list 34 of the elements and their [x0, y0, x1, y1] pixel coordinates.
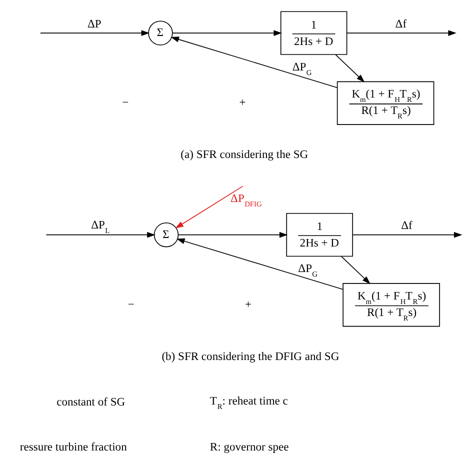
arrow	[45, 232, 155, 238]
arrow	[170, 36, 338, 88]
edge-label: ΔP$_{DFIG}$	[230, 193, 262, 209]
label: ressure turbine fraction	[19, 442, 126, 454]
node-circle: Σ	[153, 222, 178, 248]
label: constant of SG	[56, 396, 125, 408]
node-box: 1 2Hs + D	[286, 212, 352, 257]
label: −	[122, 97, 128, 110]
arrow	[40, 30, 150, 36]
arrow	[346, 30, 456, 36]
label: R: governor spee	[209, 442, 288, 454]
edge-label: Δf	[394, 18, 406, 30]
edge-label: Δf	[400, 220, 412, 232]
arrow	[340, 256, 370, 284]
edge-label: ΔP	[86, 18, 101, 30]
node-box: 1 2Hs + D	[280, 11, 347, 55]
edge-label: ΔP$_{L}$	[90, 219, 110, 235]
label: T$_{R}$: reheat time c	[209, 395, 288, 411]
arrow	[174, 186, 243, 228]
label: (a) SFR considering the SG	[180, 149, 308, 162]
arrow	[176, 238, 343, 290]
arrow	[352, 232, 462, 238]
node-box: K$_{m}$(1 + F$_{H}$T$_{R}$s) R(1 + T$_{R}$s)	[336, 81, 434, 125]
arrow	[334, 54, 364, 82]
label: −	[127, 298, 134, 311]
label: (b) SFR considering the DFIG and SG	[161, 350, 339, 363]
edge-label: ΔP$_{G}$	[292, 61, 312, 77]
arrow	[177, 232, 288, 238]
arrow	[172, 30, 282, 36]
node-box: K$_{m}$(1 + F$_{H}$T$_{R}$s) R(1 + T$_{R}$s)	[342, 283, 440, 327]
node-circle: Σ	[148, 20, 172, 46]
edge-label: ΔP$_{G}$	[298, 263, 318, 279]
label: +	[238, 97, 246, 110]
label: +	[244, 298, 251, 311]
